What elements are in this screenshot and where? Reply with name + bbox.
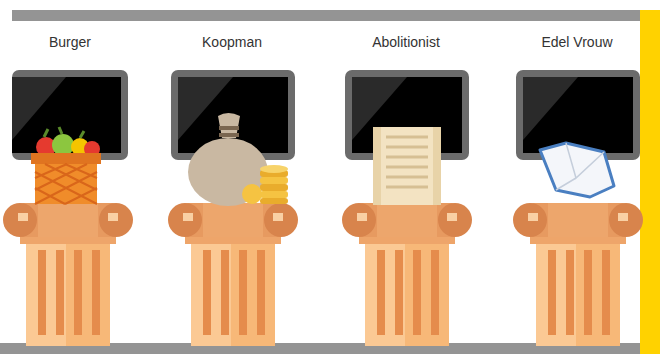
side-bar xyxy=(640,10,660,354)
monitor xyxy=(12,70,128,160)
top-bar xyxy=(12,10,640,21)
fruit-basket xyxy=(31,127,101,204)
item-label: Abolitionist xyxy=(336,34,476,50)
handkerchief xyxy=(540,143,614,197)
money-bag xyxy=(188,113,288,206)
pedestal xyxy=(342,203,472,346)
pedestal xyxy=(513,203,643,346)
item-label: Edel Vrouw xyxy=(507,34,647,50)
item-label: Koopman xyxy=(162,34,302,50)
pedestal xyxy=(168,203,298,346)
pedestal xyxy=(3,203,133,346)
item-label: Burger xyxy=(0,34,140,50)
crate xyxy=(373,127,441,205)
